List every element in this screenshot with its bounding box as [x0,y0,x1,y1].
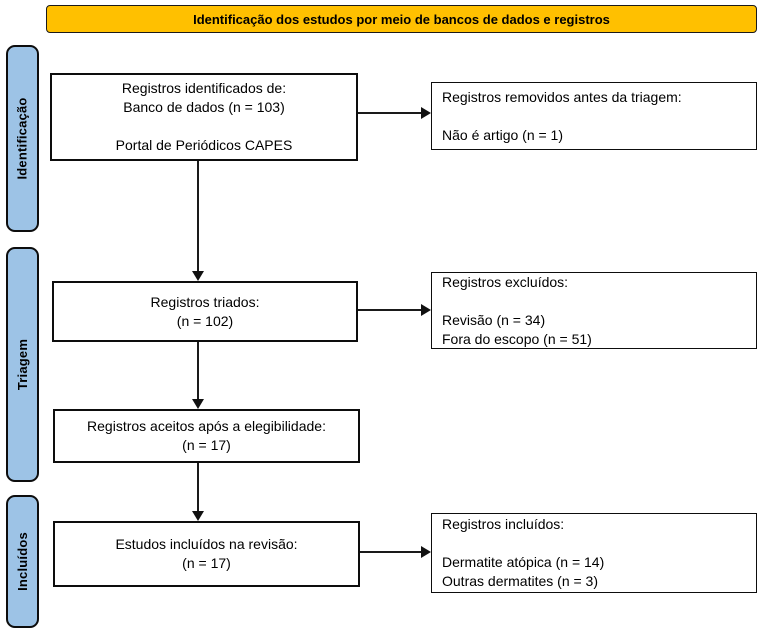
box-records-included: Registros incluídos: Dermatite atópica (… [431,513,757,593]
box-records-identified: Registros identificados de: Banco de dad… [50,73,358,161]
box-line: Estudos incluídos na revisão: [115,536,298,552]
box-line: (n = 102) [176,312,234,329]
diagram-title: Identificação dos estudos por meio de ba… [193,11,610,27]
box-line [442,534,750,553]
arrow-right-icon [421,107,431,119]
stage-label-included-text: Incluídos [15,532,31,591]
box-line [52,117,356,136]
box-line: (n = 17) [182,437,231,453]
box-records-removed: Registros removidos antes da triagem: Nã… [431,82,757,150]
box-line: (n = 17) [182,555,231,571]
arrow-line [197,342,199,400]
box-line: Registros identificados de: [121,80,287,96]
box-studies-included: Estudos incluídos na revisão: (n = 17) [53,521,360,587]
box-line: Não é artigo (n = 1) [442,126,564,143]
box-line: Dermatite atópica (n = 14) [442,554,605,570]
box-line: Registros excluídos: [442,273,569,290]
box-line [442,292,750,311]
box-line: Banco de dados (n = 103) [123,99,285,115]
arrow-line [360,551,422,553]
stage-label-identification-text: Identificação [15,97,31,180]
box-line: Registros triados: [150,293,260,310]
box-line: Portal de Periódicos CAPES [115,137,293,153]
arrow-down-icon [192,271,204,281]
arrow-line [197,463,199,512]
stage-label-screening-text: Triagem [15,338,31,391]
box-records-screened: Registros triados: (n = 102) [52,281,358,342]
diagram-title-banner: Identificação dos estudos por meio de ba… [46,5,757,33]
box-line: Fora do escopo (n = 51) [442,330,592,347]
box-line: Registros incluídos: [442,516,565,532]
arrow-right-icon [421,304,431,316]
stage-label-identification: Identificação [6,45,39,232]
box-line: Registros aceitos após a elegibilidade: [87,418,326,434]
stage-label-included: Incluídos [6,495,39,628]
arrow-down-icon [192,399,204,409]
arrow-line [358,112,422,114]
arrow-right-icon [421,546,431,558]
arrow-down-icon [192,511,204,521]
box-line: Outras dermatites (n = 3) [442,573,599,589]
arrow-line [197,161,199,272]
stage-label-screening: Triagem [6,247,39,482]
box-line: Revisão (n = 34) [442,311,546,328]
box-line [442,107,750,126]
arrow-line [358,309,422,311]
box-line: Registros removidos antes da triagem: [442,88,682,105]
box-records-eligibility: Registros aceitos após a elegibilidade: … [53,409,360,463]
box-records-excluded: Registros excluídos: Revisão (n = 34) Fo… [431,272,757,349]
